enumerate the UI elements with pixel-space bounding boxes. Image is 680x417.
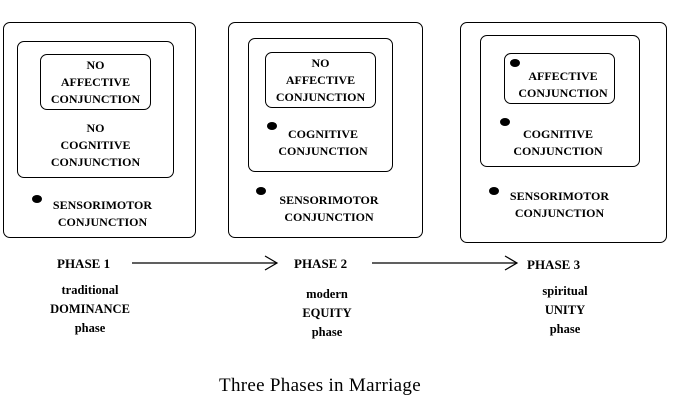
- arrow-phase2-to-phase3: [372, 255, 519, 271]
- phase2-cognitive-text: COGNITIVE CONJUNCTION: [278, 127, 368, 158]
- phase1-desc-line3: phase: [74, 321, 106, 335]
- phase3-affective-dot: [510, 59, 520, 67]
- phase3-sensorimotor-dot: [489, 187, 499, 195]
- phase2-cognitive-dot: [267, 122, 277, 130]
- phase3-cognitive-text: COGNITIVE CONJUNCTION: [513, 127, 603, 158]
- phase2-desc-line2: EQUITY: [302, 306, 352, 320]
- phase2-label: PHASE 2: [294, 256, 348, 271]
- phase3-affective-box: [504, 53, 615, 104]
- phase3-desc-line3: phase: [549, 322, 581, 336]
- phase3-cognitive-dot: [500, 118, 510, 126]
- phase2-description: modern EQUITY phase: [267, 285, 387, 342]
- phase2-sensorimotor-dot: [256, 187, 266, 195]
- phase3-desc-line1: spiritual: [542, 284, 588, 298]
- phase3-cognitive-box: [480, 35, 640, 167]
- phase2-desc-line1: modern: [306, 287, 348, 301]
- phase2-affective-text: NO AFFECTIVE CONJUNCTION: [275, 56, 366, 104]
- phase1-cognitive-text: NO COGNITIVE CONJUNCTION: [50, 121, 141, 169]
- phase2-sensorimotor-text: SENSORIMOTOR CONJUNCTION: [279, 193, 379, 224]
- phase2-outer-box: [228, 22, 423, 238]
- phase2-cognitive-box: [248, 38, 393, 172]
- phase1-label: PHASE 1: [57, 256, 111, 271]
- phase3-sensorimotor-text: SENSORIMOTOR CONJUNCTION: [509, 189, 610, 220]
- phase2-desc-line3: phase: [311, 325, 343, 339]
- phase1-sensorimotor-text: SENSORIMOTOR CONJUNCTION: [52, 198, 153, 229]
- phase1-desc-line1: traditional: [61, 283, 119, 297]
- phase2-affective-box: [265, 52, 376, 108]
- phase1-cognitive-box: [17, 41, 174, 178]
- phase3-affective-text: AFFECTIVE CONJUNCTION: [518, 69, 608, 100]
- phase3-label: PHASE 3: [527, 257, 581, 272]
- phase3-desc-line2: UNITY: [544, 303, 586, 317]
- phase1-sensorimotor-dot: [32, 195, 42, 203]
- phase1-desc-line2: DOMINANCE: [50, 302, 130, 316]
- phase1-outer-box: [3, 22, 196, 238]
- phase1-affective-box: [40, 54, 151, 110]
- phase1-description: traditional DOMINANCE phase: [30, 281, 150, 338]
- phase1-affective-text: NO AFFECTIVE CONJUNCTION: [50, 58, 141, 106]
- diagram-caption: Three Phases in Marriage: [219, 375, 421, 396]
- phase3-description: spiritual UNITY phase: [505, 282, 625, 339]
- phase3-outer-box: [460, 22, 667, 243]
- arrow-phase1-to-phase2: [132, 255, 279, 271]
